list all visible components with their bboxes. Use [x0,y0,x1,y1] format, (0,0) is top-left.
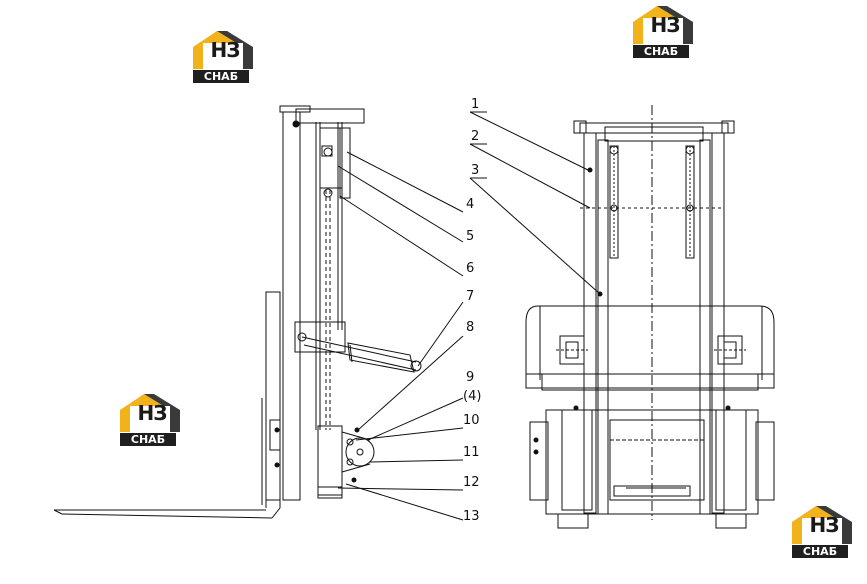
callout-13: 13 [463,509,480,524]
brand-logo-top-left: НЗ СНАБ [191,29,255,87]
house-logo-icon [193,31,253,69]
callout-9: 9 [466,370,474,385]
callout-6: 6 [466,261,474,276]
logo-caption: СНАБ [633,45,689,58]
callout-11: 11 [463,445,480,460]
callout-9-ref: (4) [463,389,481,404]
callout-labels: 1 2 3 4 5 6 7 8 9 (4) 10 11 12 13 [463,97,481,524]
callout-3: 3 [471,163,479,178]
logo-letters: НЗ [210,38,241,62]
logo-letters: НЗ [137,401,168,425]
callout-7: 7 [466,289,474,304]
house-logo-icon [633,6,693,44]
callout-1: 1 [471,97,479,112]
callout-12: 12 [463,475,480,490]
side-view [53,105,422,519]
logo-letters: НЗ [650,13,681,37]
callout-4: 4 [466,197,474,212]
house-logo-icon [792,506,852,544]
brand-logo-top-right: НЗ СНАБ [631,4,695,62]
logo-caption: СНАБ [792,545,848,558]
logo-caption: СНАБ [120,433,176,446]
callout-10: 10 [463,413,480,428]
brand-logo-bottom-right: НЗ СНАБ [790,504,854,562]
leader-lines [337,111,601,521]
logo-caption: СНАБ [193,70,249,83]
callout-8: 8 [466,320,474,335]
house-logo-icon [120,394,180,432]
callout-2: 2 [471,129,479,144]
brand-logo-mid-left: НЗ СНАБ [118,392,182,450]
callout-5: 5 [466,229,474,244]
front-view [525,105,775,529]
logo-letters: НЗ [809,513,840,537]
